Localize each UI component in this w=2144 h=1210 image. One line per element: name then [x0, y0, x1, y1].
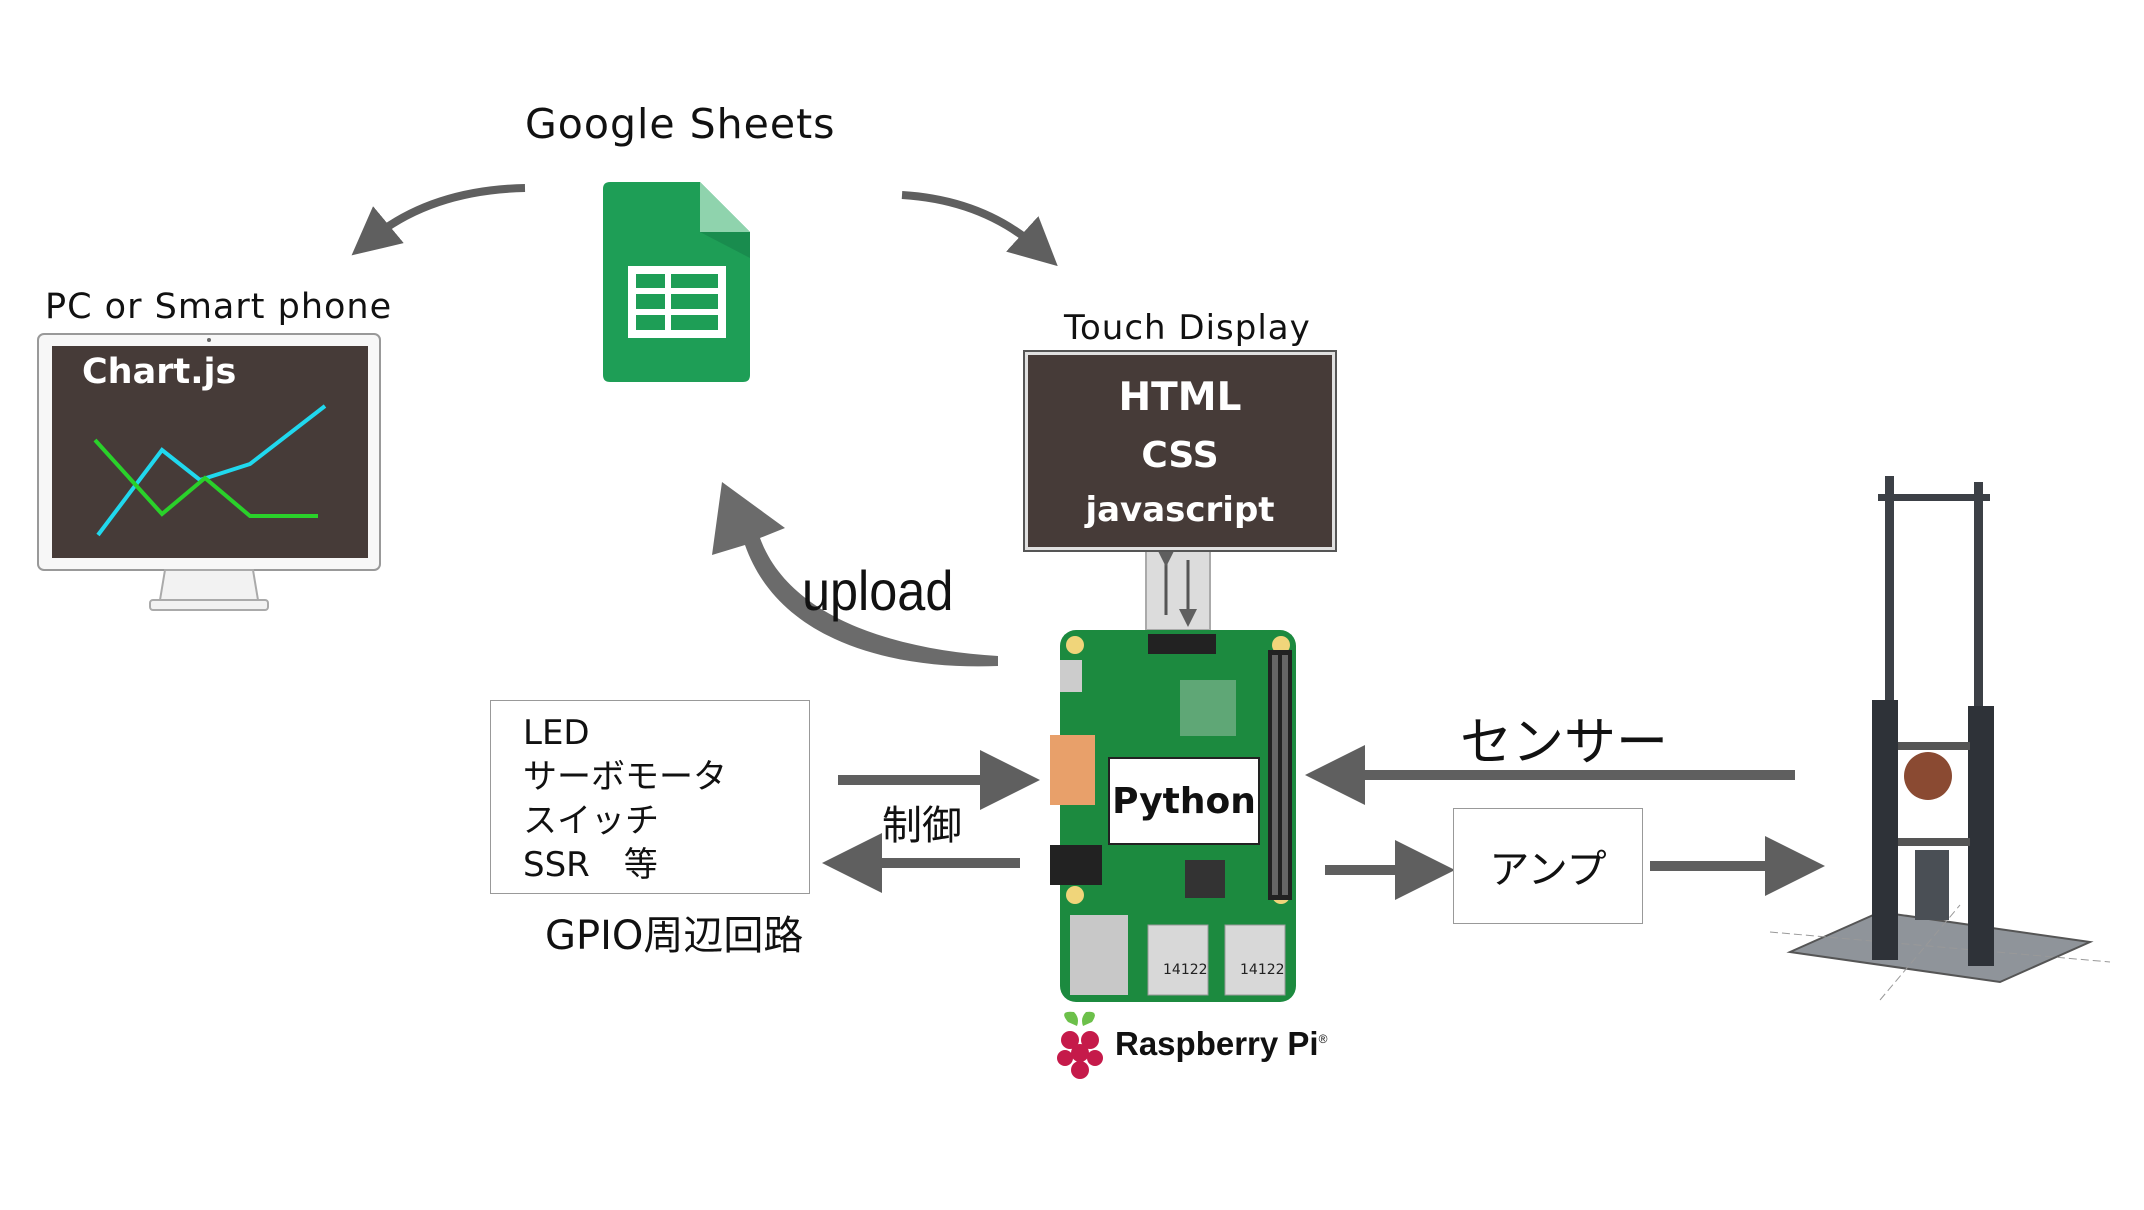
raspberry-pi-logo — [1057, 1011, 1103, 1079]
amp-label: アンプ — [1489, 847, 1607, 893]
arrow-sheets-to-display — [901, 191, 1058, 267]
gpio-item-switch: スイッチ — [523, 801, 659, 841]
display-line-javascript: javascript — [1085, 490, 1275, 530]
gpio-item-ssr: SSR 等 — [523, 845, 658, 885]
chartjs-label: Chart.js — [82, 352, 237, 392]
raspberry-pi-label: Raspberry Pi® — [1115, 1025, 1327, 1063]
sensor-label: センサー — [1460, 713, 1669, 773]
chart-line-green — [93, 438, 318, 518]
arrow-sheets-to-pc — [351, 184, 526, 256]
pc-monitor-icon — [37, 333, 381, 611]
python-label-box: Python — [1108, 757, 1260, 845]
raspberry-pi-board — [1050, 630, 1296, 1002]
raspberry-pi-text: Raspberry Pi — [1115, 1025, 1319, 1062]
gpio-peripherals-box: LED サーボモータ スイッチ SSR 等 — [490, 700, 810, 894]
python-label: Python — [1112, 780, 1256, 822]
display-line-html: HTML — [1118, 375, 1242, 420]
control-label: 制御 — [882, 803, 962, 849]
upload-label: upload — [802, 559, 954, 622]
arrow-upload — [712, 482, 998, 667]
basketball-machine-icon — [1769, 476, 2111, 1001]
google-sheets-icon — [603, 182, 750, 382]
pc-or-phone-label: PC or Smart phone — [45, 287, 393, 327]
display-line-css: CSS — [1141, 435, 1219, 476]
touch-display-label: Touch Display — [1064, 308, 1311, 348]
usb-port-2-label: 14122 — [1240, 962, 1285, 978]
touch-display-screen: HTML CSS javascript — [1023, 350, 1337, 552]
gpio-item-servo: サーボモータ — [523, 757, 727, 797]
google-sheets-label: Google Sheets — [525, 100, 836, 148]
amp-box: アンプ — [1453, 808, 1643, 924]
gpio-circuits-label: GPIO周辺回路 — [545, 913, 804, 959]
ribbon-cable — [1145, 545, 1211, 631]
gpio-item-led: LED — [523, 713, 590, 753]
usb-port-1-label: 14122 — [1163, 962, 1208, 978]
registered-mark: ® — [1318, 1032, 1328, 1046]
